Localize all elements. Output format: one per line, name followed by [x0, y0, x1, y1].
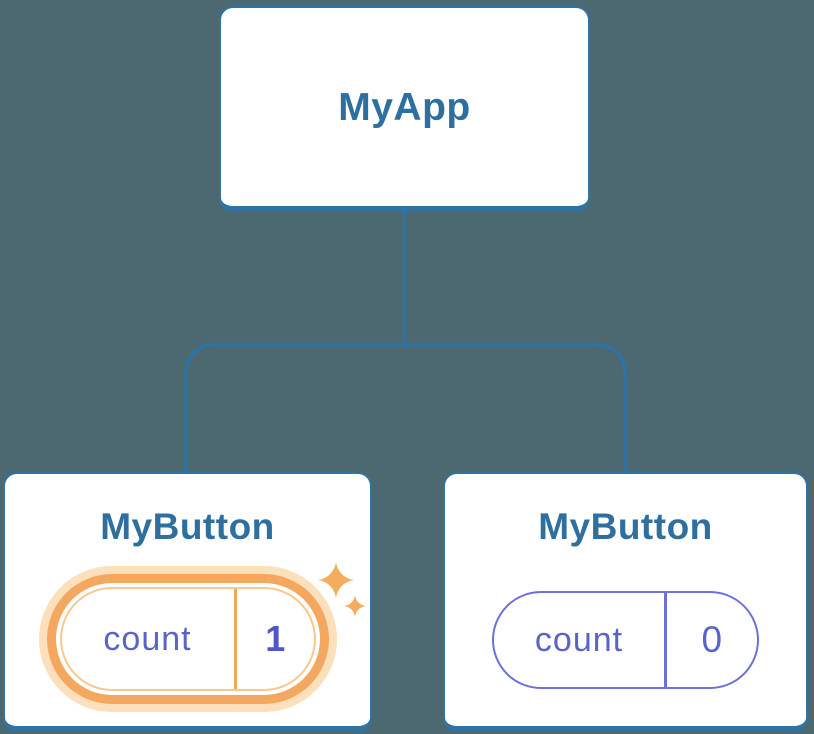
connector-bracket-line — [184, 342, 627, 474]
state-pill-plain: count 0 — [492, 591, 759, 689]
node-label-myapp: MyApp — [338, 85, 471, 129]
state-value: 1 — [265, 618, 286, 659]
tree-node-mybutton-left: MyButton count 1 — [3, 472, 372, 732]
state-pill-highlighted: count 1 — [59, 587, 316, 691]
sparkle-small-icon — [344, 595, 366, 617]
state-value: 0 — [701, 619, 723, 660]
state-key-label: count — [534, 620, 624, 659]
state-key-label: count — [103, 619, 192, 658]
state-update-sparkles — [318, 562, 366, 617]
tree-node-myapp: MyApp — [219, 6, 590, 212]
state-pill-divider — [664, 593, 667, 687]
node-label-mybutton-left: MyButton — [100, 506, 275, 547]
tree-node-mybutton-right: MyButton count 0 — [443, 472, 808, 732]
sparkle-large-icon — [318, 562, 354, 598]
node-label-mybutton-right: MyButton — [538, 506, 713, 547]
state-pill-divider — [233, 589, 237, 689]
